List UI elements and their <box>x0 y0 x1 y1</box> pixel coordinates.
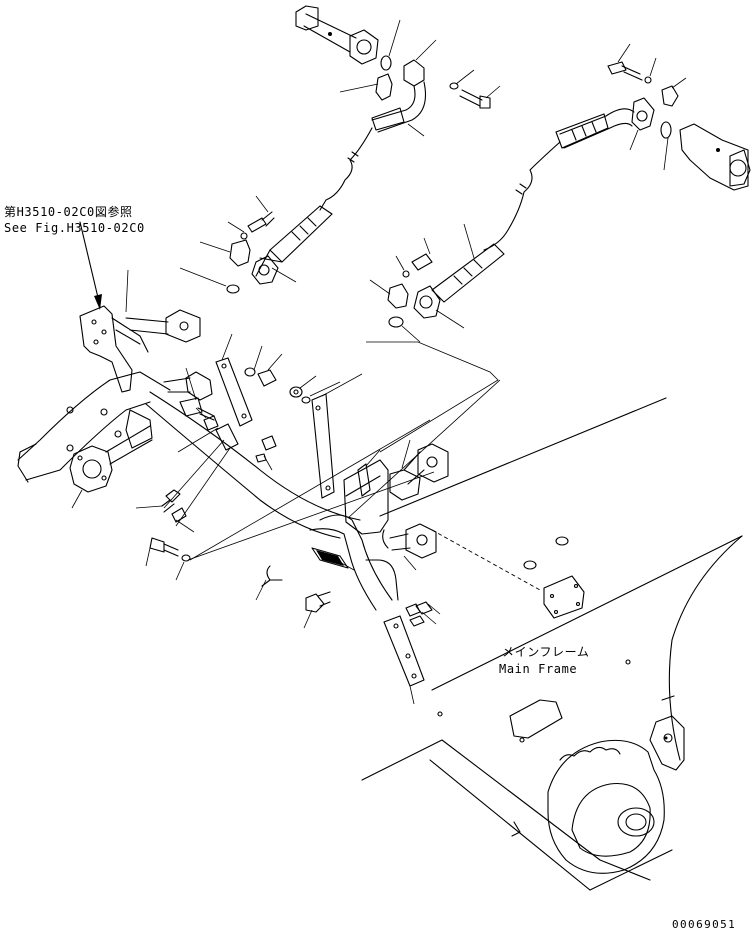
main-frame-label-en: Main Frame <box>499 662 578 676</box>
lower-center-plate <box>383 601 441 705</box>
frame-lower-details <box>511 695 675 837</box>
upper-left-elbow-hose <box>371 39 437 137</box>
left-round-flange <box>69 445 113 509</box>
main-frame-label-jp: メインフレーム <box>502 645 590 659</box>
main-frame-body <box>361 397 743 891</box>
left-bolts-small <box>179 195 275 294</box>
upper-left-oring <box>380 19 401 71</box>
upper-left-bolt-washer <box>449 69 501 109</box>
lower-left-bolts <box>135 419 431 581</box>
left-long-hose <box>251 127 373 285</box>
center-right-flanges <box>382 439 449 571</box>
left-frame-bracket <box>79 305 149 393</box>
center-pipe-loop <box>255 514 399 629</box>
right-long-hose <box>369 141 561 343</box>
counterweight-round <box>547 739 665 874</box>
left-clamp-plate <box>163 333 283 527</box>
leader-lines <box>187 341 541 591</box>
drawing-number: 00069051 <box>672 918 737 931</box>
upper-right-pipe <box>555 43 751 191</box>
left-upper-flanges <box>125 269 219 431</box>
reference-arrow <box>79 221 102 310</box>
upper-left-split-flange <box>339 73 393 101</box>
left-main-pipes <box>17 371 361 539</box>
center-tall-bracket <box>289 373 363 499</box>
reference-note-en: See Fig.H3510-02C0 <box>4 221 145 235</box>
reference-note-jp: 第H3510-02C0図参照 <box>4 205 133 219</box>
upper-left-pipe-flange <box>295 5 379 65</box>
center-mount-block <box>343 449 389 535</box>
